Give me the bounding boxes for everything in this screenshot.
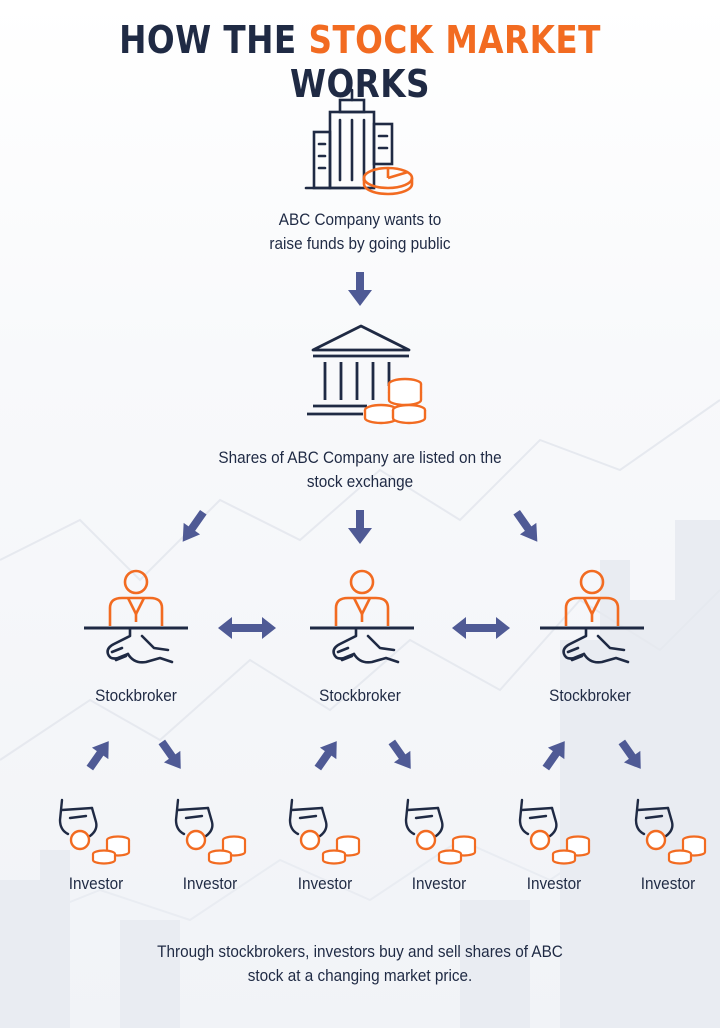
company-caption-line-1: ABC Company wants to [278,210,442,229]
company-caption-line-2: raise funds by going public [269,234,451,253]
investor-icon [288,798,361,865]
arrow-up-right-icon [542,741,565,771]
title-part-2: WORKS [289,62,430,106]
arrow-down-right-icon [158,739,181,769]
investor-label: Investor [526,874,582,893]
stockbroker-icon [84,569,188,664]
investor-label: Investor [411,874,467,893]
arrow-down-right-icon [618,739,641,769]
stockbroker-label: Stockbroker [95,686,177,705]
investor-icon [58,798,131,865]
arrow-down-right-icon [513,509,538,542]
investor-icon [404,798,477,865]
stockbroker-label: Stockbroker [549,686,631,705]
stockbroker-icon [310,569,414,664]
arrow-down-right-icon [388,739,411,769]
arrow-down-icon [348,272,372,306]
stockbroker-icon [540,569,644,664]
arrow-up-right-icon [86,741,109,771]
footer-line-1: Through stockbrokers, investors buy and … [157,942,563,961]
investor-label: Investor [68,874,124,893]
arrow-up-right-icon [314,741,337,771]
company-building-icon [304,88,414,196]
investor-label: Investor [182,874,238,893]
title-highlight: STOCK MARKET [308,18,601,62]
double-arrow-icon [218,617,276,639]
investor-icon [518,798,591,865]
double-arrow-icon [452,617,510,639]
arrow-down-left-icon [182,509,207,542]
stockbroker-label: Stockbroker [319,686,401,705]
investor-icon [634,798,707,865]
page-title: HOW THE STOCK MARKET WORKS [50,18,669,106]
exchange-caption: Shares of ABC Company are listed on the … [144,446,576,494]
stock-exchange-building-icon [307,324,427,425]
arrow-down-icon [348,510,372,544]
title-part-1: HOW THE [119,18,309,62]
footer-line-2: stock at a changing market price. [247,966,473,985]
investor-label: Investor [297,874,353,893]
company-caption: ABC Company wants to raise funds by goin… [180,208,540,256]
exchange-caption-line-2: stock exchange [306,472,414,491]
footer-caption: Through stockbrokers, investors buy and … [108,940,612,988]
exchange-caption-line-1: Shares of ABC Company are listed on the [218,448,502,467]
investor-icon [174,798,247,865]
investor-label: Investor [640,874,696,893]
